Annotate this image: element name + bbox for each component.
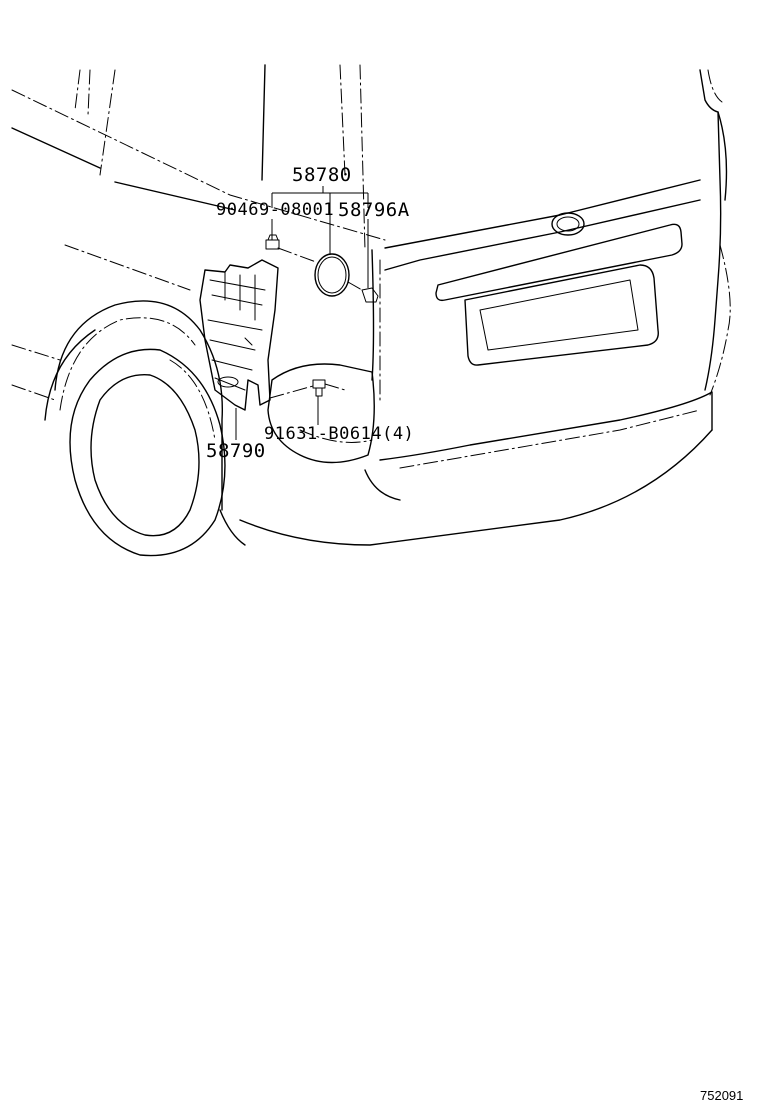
callout-58796a: 58796A — [338, 199, 410, 221]
figure-number: 752091 — [700, 1088, 744, 1103]
rear-hatch-outline — [371, 69, 731, 401]
callout-90469-08001: 90469-08001 — [216, 200, 335, 220]
grommet-58780-shape — [314, 253, 350, 297]
bracket-58790-shape — [199, 259, 279, 411]
quarter-panel — [11, 244, 375, 464]
callout-58790: 58790 — [206, 440, 266, 462]
roof-outline — [11, 64, 701, 251]
license-plate-recess — [435, 212, 683, 366]
callout-91631-b0614: 91631-B0614(4) — [264, 424, 415, 444]
bolt-91631-shape — [312, 379, 326, 397]
leader-lines — [235, 186, 369, 440]
assembly-lines — [269, 247, 363, 399]
clip-58796a-shape — [361, 287, 379, 303]
rear-bumper — [219, 391, 713, 546]
callout-58780: 58780 — [292, 164, 352, 186]
rear-wheel — [54, 300, 226, 557]
